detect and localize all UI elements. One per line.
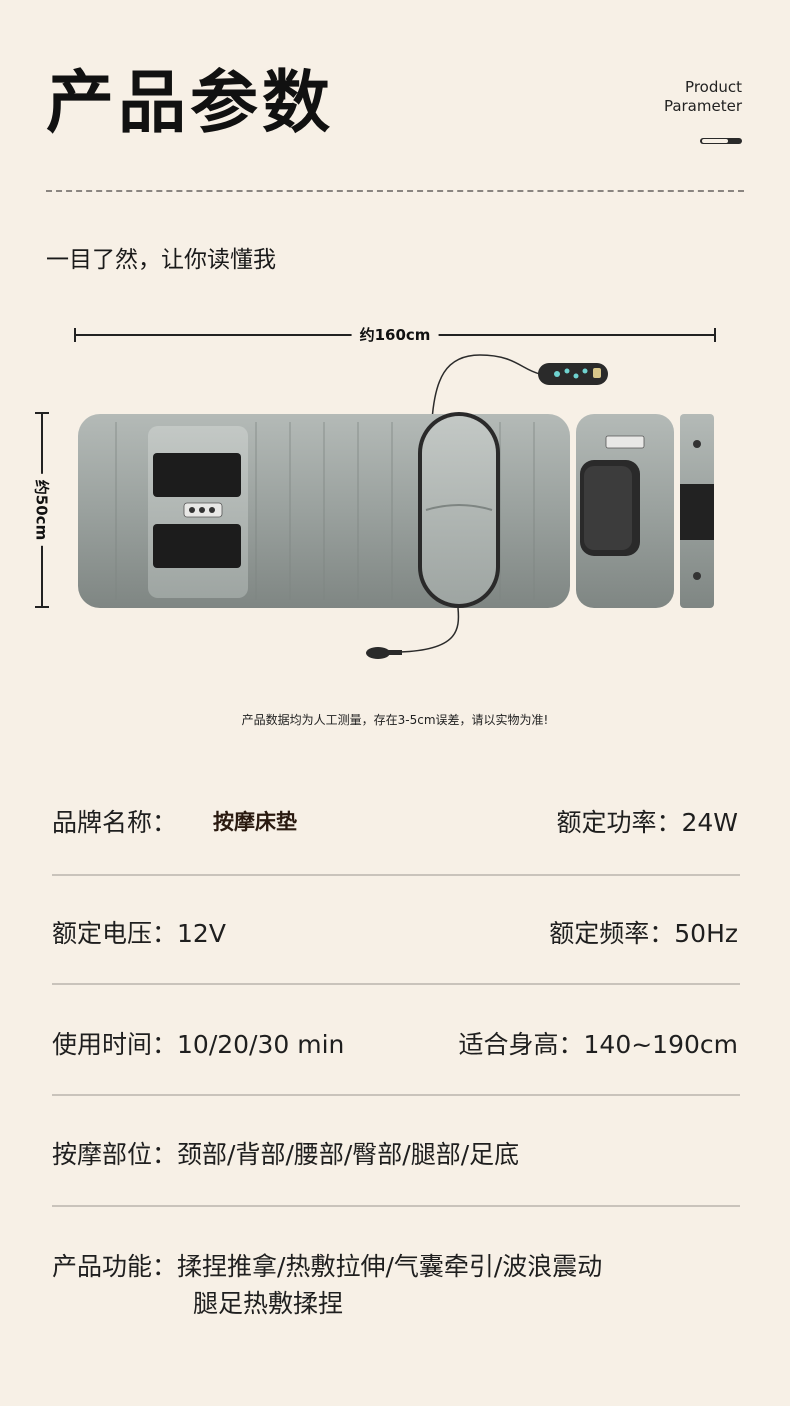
air-bulb-icon (366, 647, 402, 659)
height-value: 140~190cm (583, 1030, 738, 1059)
spec-divider (52, 874, 740, 876)
spec-divider (52, 1205, 740, 1207)
dashed-divider (46, 190, 744, 192)
voltage-value: 12V (177, 919, 226, 948)
parts-label: 按摩部位： (52, 1140, 178, 1169)
length-dimension: 约160cm (74, 324, 716, 345)
parts-value: 颈部/背部/腰部/臀部/腿部/足底 (177, 1140, 520, 1169)
spec-divider (52, 1094, 740, 1096)
width-label: 约50cm (31, 473, 53, 547)
frequency-value: 50Hz (674, 919, 738, 948)
english-title-line1: Product (685, 78, 742, 96)
voltage-label: 额定电压： (52, 919, 178, 948)
function-value-line2: 腿足热敷揉捏 (193, 1289, 344, 1318)
frequency-label: 额定频率： (549, 919, 675, 948)
spec-divider (52, 983, 740, 985)
remote-control-icon (538, 363, 608, 385)
height-label: 适合身高： (458, 1030, 584, 1059)
time-label: 使用时间： (52, 1030, 178, 1059)
function-label: 产品功能： (52, 1252, 178, 1281)
english-title-line2: Parameter (663, 97, 742, 115)
brand-value: 按摩床垫 (213, 810, 298, 834)
power-label: 额定功率： (556, 808, 682, 837)
brand-label: 品牌名称： (52, 808, 178, 837)
section-subtitle: 一目了然，让你读懂我 (46, 247, 276, 273)
massage-mat-illustration (78, 354, 714, 659)
english-title: Product Parameter (664, 78, 742, 116)
width-dimension: 约50cm (31, 412, 53, 608)
length-label: 约160cm (351, 324, 439, 345)
function-value-line1: 揉捏推拿/热敷拉伸/气囊牵引/波浪震动 (177, 1252, 603, 1281)
power-value: 24W (681, 808, 738, 837)
decorative-bar (700, 138, 742, 144)
measurement-note: 产品数据均为人工测量，存在3-5cm误差，请以实物为准! (241, 713, 549, 727)
time-value: 10/20/30 min (177, 1030, 345, 1059)
page-title: 产品参数 (46, 64, 335, 143)
